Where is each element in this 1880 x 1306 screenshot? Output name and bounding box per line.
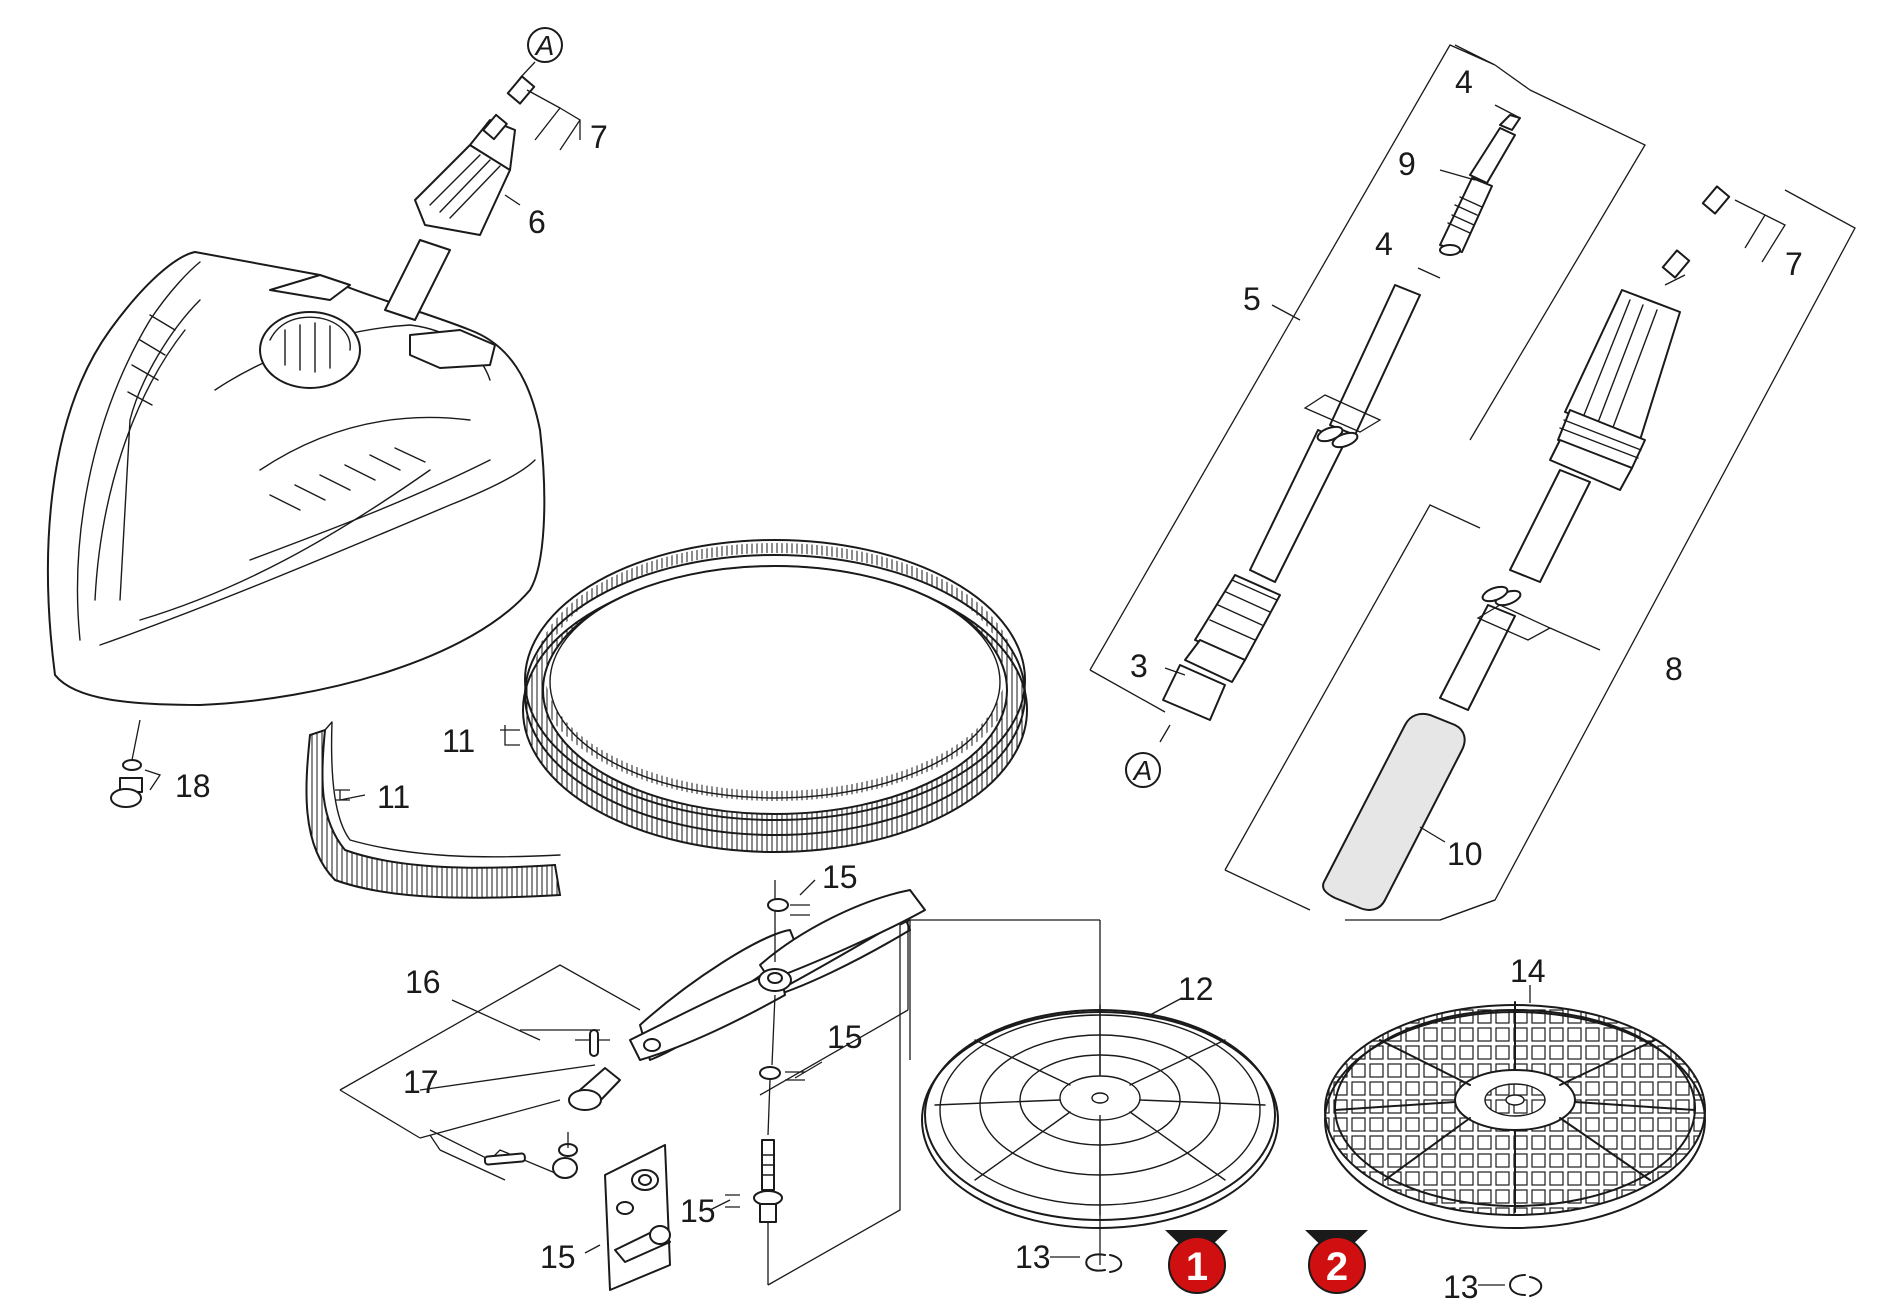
- label-11-ring: 11: [442, 723, 475, 759]
- leader-15-upper: [790, 879, 816, 916]
- label-4-lower: 4: [1375, 226, 1393, 262]
- label-3: 3: [1130, 648, 1148, 684]
- label-14: 14: [1510, 953, 1546, 989]
- axle-pin: [709, 1079, 783, 1285]
- label-18: 18: [175, 768, 211, 804]
- label-9: 9: [1398, 146, 1416, 182]
- label-11-strip: 11: [377, 779, 410, 815]
- label-17: 17: [403, 1064, 439, 1100]
- label-4-upper: 4: [1455, 64, 1473, 100]
- label-6: 6: [528, 204, 546, 240]
- label-13-left: 13: [1015, 1239, 1051, 1275]
- svg-text:1: 1: [1186, 1245, 1208, 1289]
- part-5-lance-group: A: [1089, 44, 1646, 788]
- variant-badge-2: 2: [1305, 1230, 1368, 1294]
- variant-badge-1: 1: [1165, 1230, 1228, 1294]
- label-7-right: 7: [1785, 246, 1803, 282]
- label-10: 10: [1447, 836, 1483, 872]
- label-8: 8: [1665, 651, 1683, 687]
- rotor-arm: [629, 880, 926, 1080]
- label-15-middle: 15: [827, 1019, 863, 1055]
- part-13-clip-right: [1478, 1274, 1543, 1297]
- part-12-disk: [921, 920, 1279, 1265]
- part-13-clip-left: [1050, 1253, 1123, 1273]
- label-15-plate: 15: [540, 1239, 576, 1275]
- inlet-coupling: A: [384, 27, 563, 321]
- callout-A-top: A: [527, 27, 563, 63]
- mounting-plate: [584, 1144, 671, 1291]
- svg-text:2: 2: [1326, 1245, 1348, 1289]
- kit-16-17: [339, 964, 641, 1181]
- label-16: 16: [405, 964, 441, 1000]
- label-13-right: 13: [1443, 1269, 1479, 1305]
- label-12: 12: [1178, 971, 1214, 1007]
- cleaner-housing: [46, 251, 546, 706]
- leader-lines-top-left: [504, 89, 581, 206]
- label-7-top: 7: [590, 119, 608, 155]
- label-15-upper: 15: [822, 859, 858, 895]
- disk-kit-bracket-2: [759, 919, 1100, 1096]
- part-14-grid-disk: [1324, 985, 1706, 1229]
- part-8-lance-group: [1224, 185, 1856, 921]
- leader-3: [1164, 667, 1186, 676]
- leader-15-middle: [785, 1061, 823, 1081]
- part-11-brush-strip: [305, 721, 562, 899]
- svg-text:A: A: [534, 30, 555, 61]
- part-18-nozzle: [110, 719, 162, 808]
- svg-text:A: A: [1132, 755, 1153, 786]
- label-15-pin: 15: [680, 1193, 716, 1229]
- callout-A-bottom: A: [1125, 752, 1161, 788]
- label-5: 5: [1243, 281, 1261, 317]
- part-11-brush-ring: [500, 539, 1028, 853]
